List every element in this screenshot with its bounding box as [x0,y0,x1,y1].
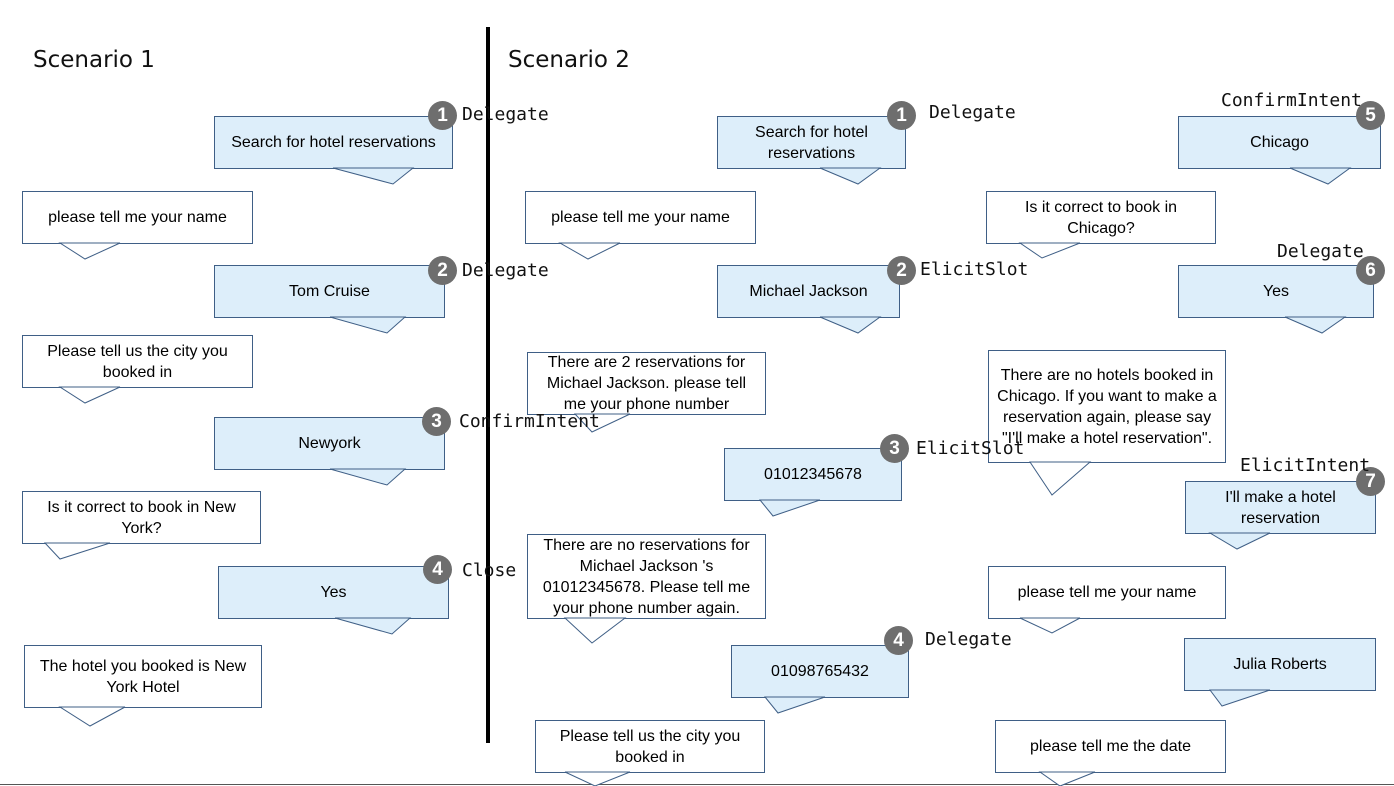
s1-step-badge-2: 2 [428,256,457,285]
s2-user-message-8: Julia Roberts [1184,638,1376,691]
s2-step-badge-1: 1 [887,101,916,130]
tail-s1-user-4 [334,617,412,635]
scenario-divider [486,27,490,743]
tail-s2-bot-6 [1029,461,1092,496]
tail-s2-bot-4 [564,771,631,786]
s2-bot-message-8: please tell me the date [995,720,1226,773]
s1-bot-message-2: Please tell us the city you booked in [22,335,253,388]
s2-user-message-6: Yes [1178,265,1374,318]
s2-bot-message-5: Is it correct to book in Chicago? [986,191,1216,244]
tail-s2-user-2 [819,316,882,334]
s2-bot-message-6: There are no hotels booked in Chicago. I… [988,350,1226,463]
tail-s1-user-2 [329,316,407,334]
tail-s1-user-1 [332,167,415,185]
tail-s2-bot-7 [1019,617,1081,634]
s1-action-label-1: Delegate [462,104,549,125]
scenario2-title: Scenario 2 [508,47,630,73]
s2-step-badge-2: 2 [887,256,916,285]
s2-bot-message-3: There are no reservations for Michael Ja… [527,534,766,619]
s2-action-label-5: ConfirmIntent [1221,90,1362,111]
tail-s2-user-5 [1289,167,1352,185]
s1-action-label-3: ConfirmIntent [459,411,600,432]
scenario1-title: Scenario 1 [33,47,155,73]
bottom-border [0,784,1394,785]
tail-s1-bot-1 [58,242,121,260]
s2-action-label-4: Delegate [925,629,1012,650]
s1-user-message-4: Yes [218,566,449,619]
tail-s2-bot-3 [563,617,627,644]
tail-s1-bot-4 [58,706,126,727]
tail-s2-bot-1 [558,242,621,260]
tail-s2-bot-5 [1018,242,1081,259]
s2-action-label-7: ElicitIntent [1240,455,1371,476]
s2-user-message-2: Michael Jackson [717,265,900,318]
tail-s2-bot-2 [573,413,631,433]
tail-s2-user-3 [758,499,821,517]
s2-action-label-1: Delegate [929,102,1016,123]
tail-s2-user-4 [763,696,826,714]
tail-s2-user-6 [1284,316,1347,334]
s2-step-badge-3: 3 [880,434,909,463]
s2-step-badge-4: 4 [884,626,913,655]
s2-action-label-6: Delegate [1277,241,1364,262]
s1-user-message-1: Search for hotel reservations [214,116,453,169]
s2-step-badge-5: 5 [1356,101,1385,130]
tail-s2-user-1 [819,167,882,185]
tail-s2-user-7 [1208,532,1271,550]
s1-step-badge-3: 3 [422,407,451,436]
s1-action-label-4: Close [462,560,517,581]
s2-bot-message-4: Please tell us the city you booked in [535,720,765,773]
s1-user-message-2: Tom Cruise [214,265,445,318]
s2-action-label-2: ElicitSlot [920,259,1029,280]
tail-s1-bot-2 [58,386,121,404]
s2-user-message-3: 01012345678 [724,448,902,501]
s1-action-label-2: Delegate [462,260,549,281]
s2-user-message-1: Search for hotel reservations [717,116,906,169]
s2-bot-message-1: please tell me your name [525,191,756,244]
s1-bot-message-1: please tell me your name [22,191,253,244]
tail-s1-bot-3 [43,542,111,560]
s2-step-badge-7: 7 [1356,467,1385,496]
s1-step-badge-1: 1 [428,101,457,130]
s2-step-badge-6: 6 [1356,256,1385,285]
s2-user-message-5: Chicago [1178,116,1381,169]
s2-bot-message-7: please tell me your name [988,566,1226,619]
s1-step-badge-4: 4 [423,555,452,584]
s1-bot-message-4: The hotel you booked is New York Hotel [24,645,262,708]
tail-s2-user-8 [1209,689,1271,707]
s2-action-label-3: ElicitSlot [916,438,1025,459]
tail-s1-user-3 [329,468,407,486]
s2-bot-message-2: There are 2 reservations for Michael Jac… [527,352,766,415]
s1-user-message-3: Newyork [214,417,445,470]
s1-bot-message-3: Is it correct to book in New York? [22,491,261,544]
tail-s2-bot-8 [1038,771,1096,786]
s2-user-message-7: I'll make a hotel reservation [1185,481,1376,534]
